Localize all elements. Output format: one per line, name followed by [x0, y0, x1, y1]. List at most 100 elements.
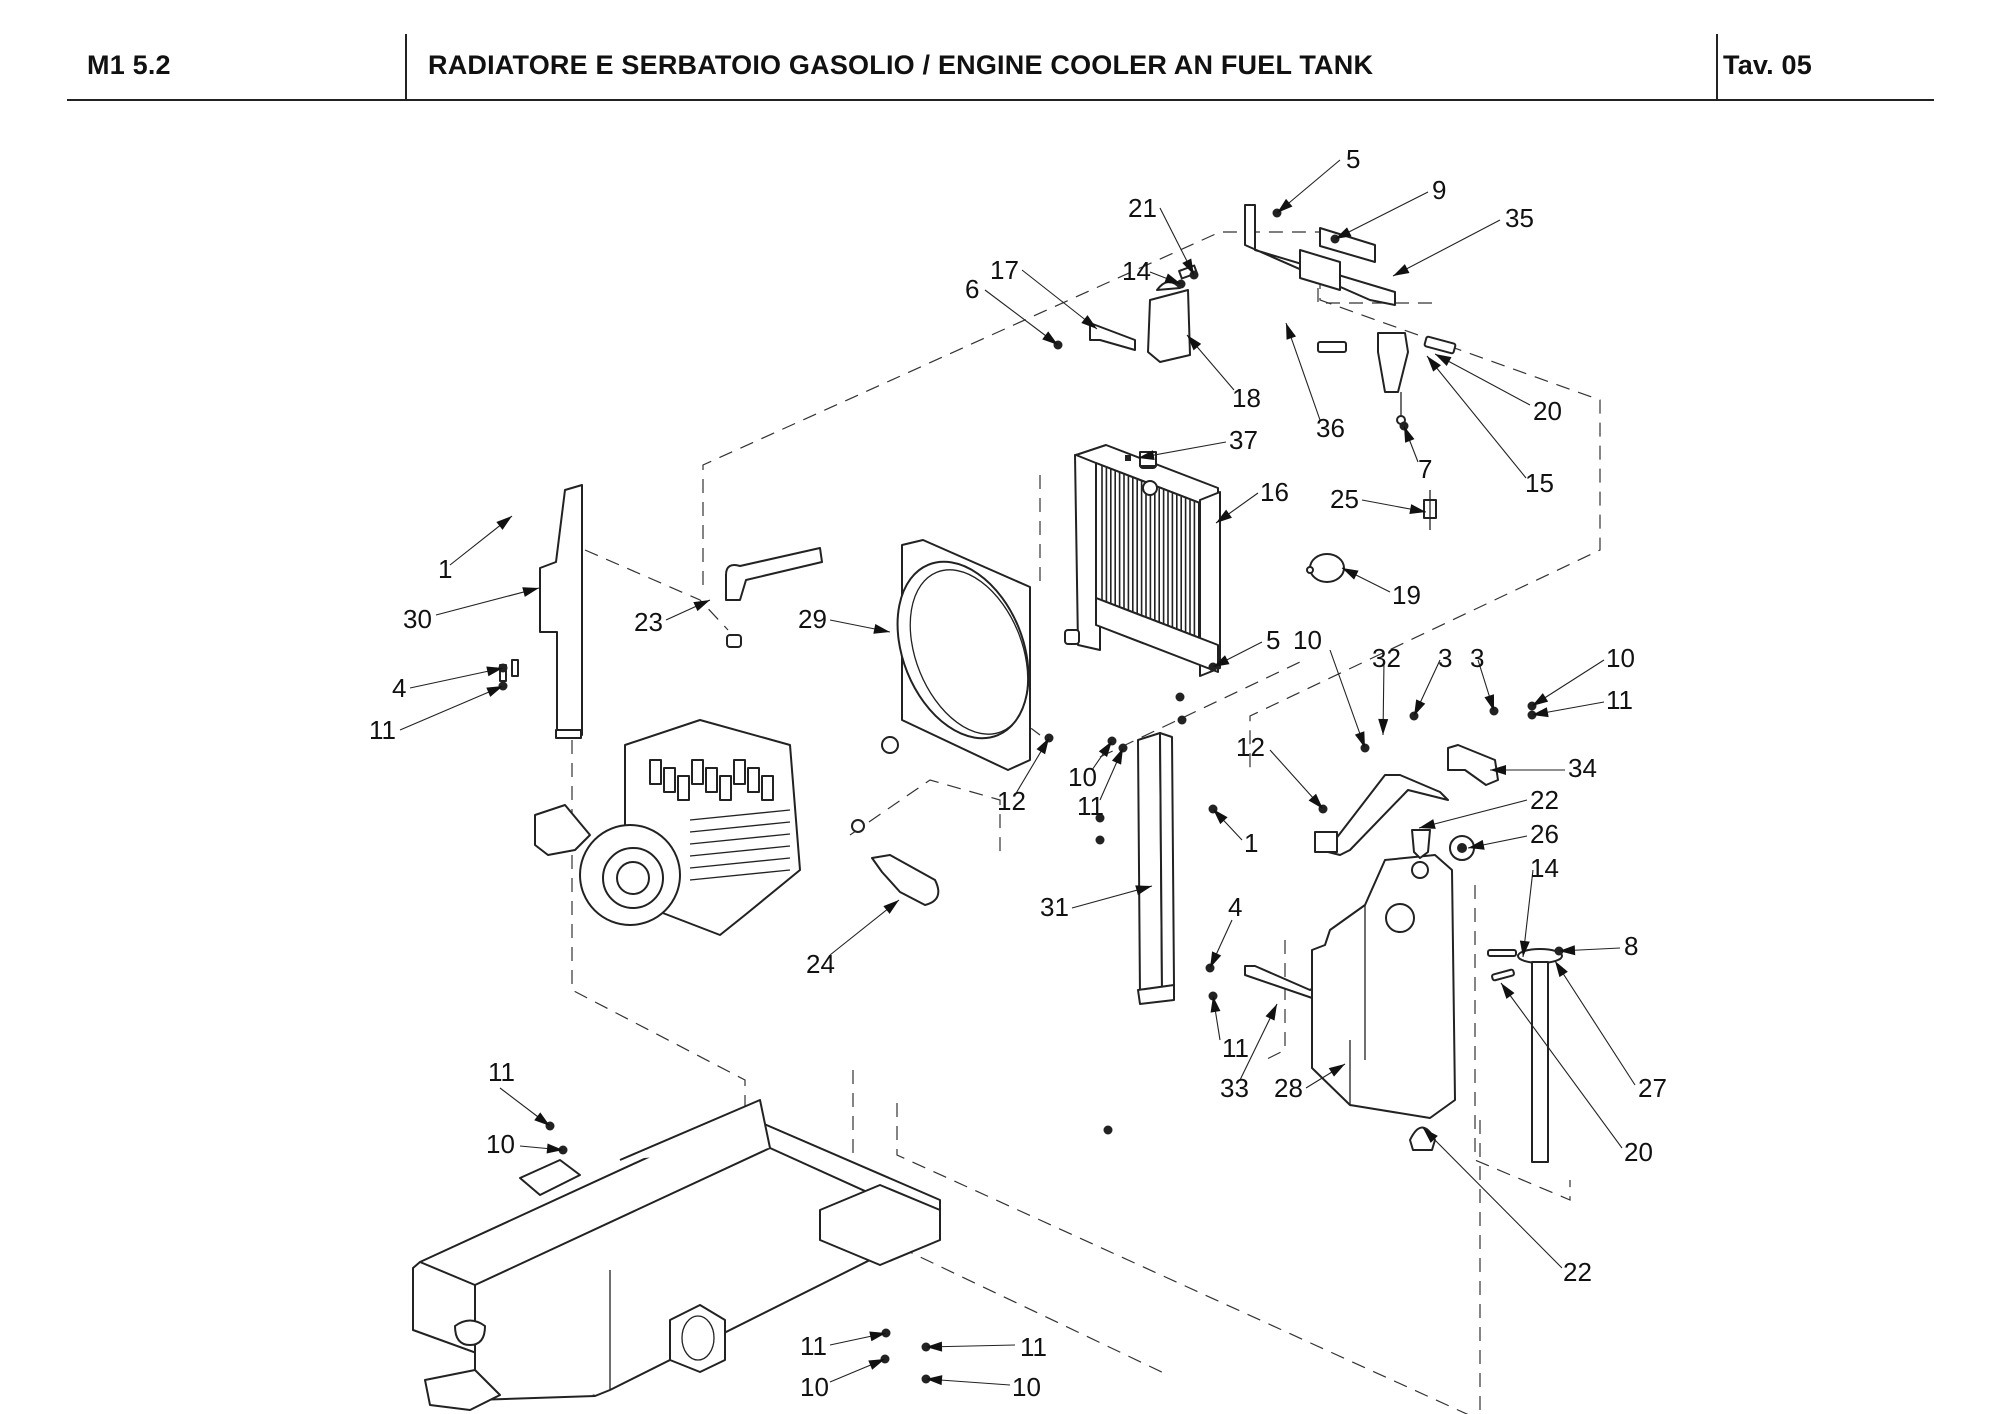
arrowhead-icon: [1099, 741, 1112, 757]
arrowhead-icon: [1532, 693, 1548, 706]
callout-number: 11: [1077, 791, 1104, 821]
engine-component: [678, 776, 689, 800]
callout-number: 23: [634, 607, 663, 637]
callout-10: 10: [486, 1129, 563, 1159]
callout-20: 20: [1501, 983, 1653, 1167]
arrowhead-icon: [1037, 738, 1049, 754]
callout-number: 10: [486, 1129, 515, 1159]
callout-number: 34: [1568, 753, 1597, 783]
callout-number: 1: [1244, 828, 1258, 858]
callout-number: 11: [488, 1057, 515, 1087]
callout-number: 26: [1530, 819, 1559, 849]
callout-8: 8: [1559, 931, 1638, 961]
engine-assembly: [535, 720, 800, 935]
callout-14: 14: [1122, 256, 1181, 286]
callout-number: 29: [798, 604, 827, 634]
callout-11: 11: [1211, 996, 1249, 1063]
arrowhead-icon: [1286, 323, 1296, 340]
callout-11: 11: [926, 1332, 1047, 1362]
arrowhead-icon: [1404, 426, 1414, 443]
fastener: [1096, 836, 1105, 845]
arrowhead-icon: [1484, 694, 1494, 711]
arrowhead-icon: [1378, 719, 1388, 735]
callout-16: 16: [1216, 477, 1289, 523]
callout-number: 35: [1505, 203, 1534, 233]
callout-number: 11: [1606, 685, 1633, 715]
primer-bulb-19: [1307, 554, 1344, 582]
callout-31: 31: [1040, 885, 1152, 922]
callout-14: 14: [1520, 853, 1559, 957]
arrowhead-icon: [1164, 274, 1181, 284]
callout-number: 10: [1293, 625, 1322, 655]
callout-18: 18: [1187, 335, 1261, 413]
callout-12: 12: [1236, 732, 1323, 809]
callout-24: 24: [806, 900, 899, 979]
arrowhead-icon: [1393, 264, 1409, 276]
leader-line: [1427, 356, 1526, 478]
engine-component: [720, 776, 731, 800]
arrowhead-icon: [868, 1359, 885, 1370]
callout-number: 21: [1128, 193, 1157, 223]
callout-number: 31: [1040, 892, 1069, 922]
callout-11: 11: [800, 1331, 886, 1361]
callout-10: 10: [800, 1359, 885, 1402]
arrowhead-icon: [1555, 961, 1568, 977]
callout-37: 37: [1138, 425, 1258, 460]
callout-number: 12: [1236, 732, 1265, 762]
arrowhead-icon: [1342, 568, 1359, 580]
arrowhead-icon: [496, 516, 512, 530]
fastener: [1178, 716, 1187, 725]
callout-number: 4: [1228, 892, 1242, 922]
callout-30: 30: [403, 587, 539, 634]
arrowhead-icon: [1210, 951, 1221, 968]
arrowhead-icon: [1427, 356, 1441, 372]
arrowhead-icon: [1414, 699, 1425, 716]
callout-1: 1: [438, 516, 512, 584]
arrowhead-icon: [1355, 731, 1365, 748]
callout-number: 30: [403, 604, 432, 634]
callout-number: 15: [1525, 468, 1554, 498]
callout-number: 6: [965, 274, 979, 304]
callout-number: 22: [1563, 1257, 1592, 1287]
arrowhead-icon: [883, 900, 899, 914]
callout-number: 18: [1232, 383, 1261, 413]
engine-component: [692, 760, 703, 784]
arrowhead-icon: [522, 587, 539, 597]
callout-number: 10: [1012, 1372, 1041, 1402]
bracket-34: [1448, 745, 1498, 785]
arrowhead-icon: [486, 686, 503, 697]
callout-number: 10: [1606, 643, 1635, 673]
callout-23: 23: [634, 600, 710, 637]
engine-component: [748, 768, 759, 792]
callout-number: 5: [1266, 625, 1280, 655]
callout-10: 10: [1068, 741, 1112, 792]
callout-number: 20: [1624, 1137, 1653, 1167]
callout-number: 1: [438, 554, 452, 584]
callout-4: 4: [1210, 892, 1242, 968]
fastener: [1176, 693, 1185, 702]
cap-22: [1412, 830, 1430, 858]
callout-5: 5: [1213, 625, 1280, 667]
callout-number: 10: [800, 1372, 829, 1402]
callout-number: 28: [1274, 1073, 1303, 1103]
fan-shroud-29: [873, 540, 1053, 770]
callout-11: 11: [369, 686, 503, 745]
callout-number: 16: [1260, 477, 1289, 507]
callout-19: 19: [1342, 568, 1421, 610]
callout-number: 37: [1229, 425, 1258, 455]
callout-1: 1: [1213, 809, 1258, 858]
callout-number: 27: [1638, 1073, 1667, 1103]
leader-line: [1393, 220, 1500, 276]
callout-number: 36: [1316, 413, 1345, 443]
callout-32: 32: [1372, 643, 1401, 735]
callout-number: 14: [1530, 853, 1559, 883]
callout-number: 10: [1068, 762, 1097, 792]
callout-9: 9: [1335, 175, 1446, 239]
callout-number: 3: [1470, 643, 1484, 673]
support-31: [1138, 733, 1174, 1004]
arrowhead-icon: [693, 600, 710, 611]
arrowhead-icon: [1112, 748, 1123, 765]
callout-5: 5: [1277, 144, 1360, 213]
engine-component: [734, 760, 745, 784]
